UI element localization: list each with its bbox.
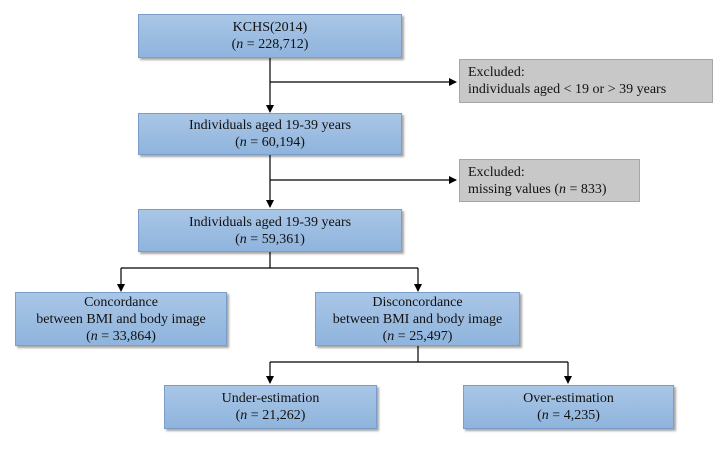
kchs-box: KCHS(2014) (n = 228,712) — [138, 14, 402, 58]
disconcordance-title: Disconcordance — [372, 294, 463, 310]
excluded-missing-box: Excluded: missing values (n = 833) — [459, 159, 640, 202]
aged1-title: Individuals aged 19-39 years — [188, 118, 352, 133]
under-count: (n = 21,262) — [235, 408, 306, 423]
concordance-title: Concordance — [84, 294, 158, 310]
under-estimation-box: Under-estimation (n = 21,262) — [164, 385, 377, 429]
over-title: Over-estimation — [523, 391, 614, 406]
disconcordance-subtitle: between BMI and body image — [332, 311, 503, 327]
disconcordance-box: Disconcordance between BMI and body imag… — [315, 292, 520, 346]
concordance-count: (n = 33,864) — [86, 328, 156, 344]
aged-19-39-box-2: Individuals aged 19-39 years (n = 59,361… — [138, 209, 402, 252]
aged2-title: Individuals aged 19-39 years — [188, 214, 352, 230]
kchs-title: KCHS(2014) — [232, 20, 308, 35]
over-count: (n = 4,235) — [537, 408, 600, 423]
excluded-missing-detail: missing values (n = 833) — [468, 181, 607, 197]
aged1-count: (n = 60,194) — [235, 135, 305, 150]
excluded-age-box: Excluded: individuals aged < 19 or > 39 … — [459, 59, 713, 103]
excluded-age-title: Excluded: — [468, 65, 525, 80]
under-title: Under-estimation — [221, 391, 320, 406]
kchs-count: (n = 228,712) — [231, 37, 309, 52]
concordance-box: Concordance between BMI and body image (… — [15, 292, 227, 346]
over-estimation-box: Over-estimation (n = 4,235) — [463, 385, 674, 429]
aged2-count: (n = 59,361) — [235, 231, 305, 247]
disconcordance-count: (n = 25,497) — [382, 328, 453, 344]
excluded-age-detail: individuals aged < 19 or > 39 years — [468, 82, 667, 97]
concordance-subtitle: between BMI and body image — [36, 311, 206, 327]
aged-19-39-box-1: Individuals aged 19-39 years (n = 60,194… — [138, 113, 402, 155]
excluded-missing-title: Excluded: — [468, 164, 525, 180]
